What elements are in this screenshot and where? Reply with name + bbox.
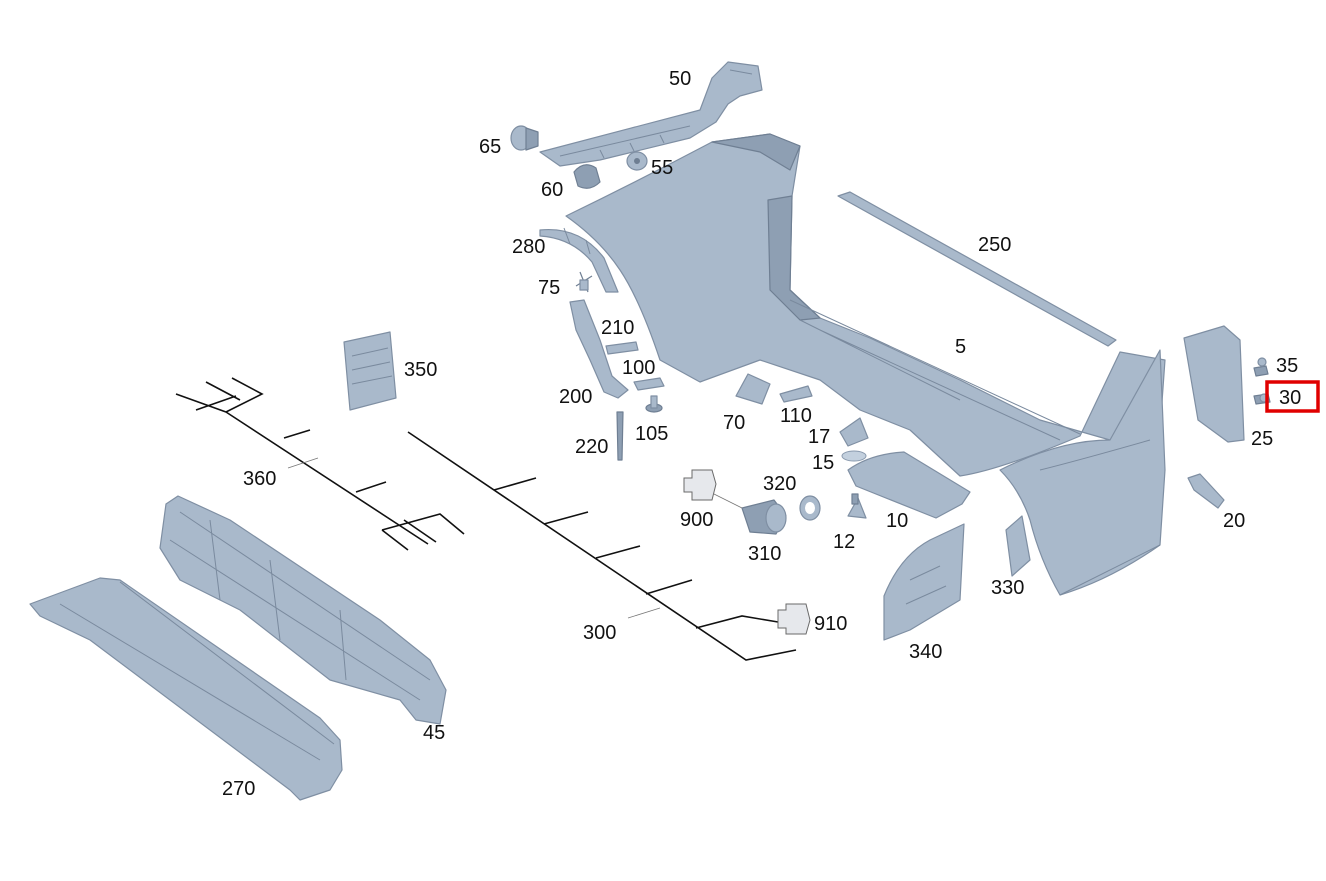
callout-310[interactable]: 310 (748, 543, 781, 565)
part-330-bracket[interactable] (1005, 515, 1031, 577)
part-75-push-pin[interactable] (575, 271, 593, 293)
callout-35[interactable]: 35 (1276, 355, 1298, 377)
part-20-bracket[interactable] (1187, 473, 1225, 509)
part-900-connector[interactable] (683, 469, 743, 509)
part-5-bumper-cover[interactable] (565, 133, 1166, 596)
callout-350[interactable]: 350 (404, 359, 437, 381)
highlight-box-30 (1265, 380, 1320, 413)
part-280-arch-bracket[interactable] (539, 227, 619, 293)
part-55-washer[interactable] (626, 151, 648, 171)
callout-900[interactable]: 900 (680, 509, 713, 531)
callout-105[interactable]: 105 (635, 423, 668, 445)
callout-210[interactable]: 210 (601, 317, 634, 339)
part-200-side-bracket[interactable] (569, 299, 629, 399)
callout-100[interactable]: 100 (622, 357, 655, 379)
callout-330[interactable]: 330 (991, 577, 1024, 599)
part-250-strip[interactable] (837, 191, 1117, 347)
callout-15[interactable]: 15 (812, 452, 834, 474)
callout-280[interactable]: 280 (512, 236, 545, 258)
callout-65[interactable]: 65 (479, 136, 501, 158)
part-45-energy-absorber[interactable] (159, 495, 447, 725)
callout-25[interactable]: 25 (1251, 428, 1273, 450)
callout-320[interactable]: 320 (763, 473, 796, 495)
part-350-module[interactable] (343, 331, 397, 411)
part-220-pin[interactable] (616, 411, 624, 461)
part-270-lower-trim[interactable] (29, 577, 343, 801)
part-70-bracket[interactable] (735, 373, 771, 405)
callout-70[interactable]: 70 (723, 412, 745, 434)
callout-250[interactable]: 250 (978, 234, 1011, 256)
part-320-ring[interactable] (799, 495, 821, 521)
callout-360[interactable]: 360 (243, 468, 276, 490)
part-310-sensor[interactable] (741, 499, 787, 535)
part-60-grommet[interactable] (573, 164, 601, 189)
part-210-clip[interactable] (605, 341, 639, 355)
part-300-harness (407, 431, 797, 661)
callout-17[interactable]: 17 (808, 426, 830, 448)
part-105-screw[interactable] (645, 395, 663, 413)
callout-5[interactable]: 5 (955, 336, 966, 358)
callout-30[interactable]: 30 (1279, 387, 1301, 409)
callout-200[interactable]: 200 (559, 386, 592, 408)
callout-340[interactable]: 340 (909, 641, 942, 663)
part-17-bracket[interactable] (839, 417, 869, 447)
callout-270[interactable]: 270 (222, 778, 255, 800)
leader-lines (287, 457, 661, 619)
callout-50[interactable]: 50 (669, 68, 691, 90)
callout-910[interactable]: 910 (814, 613, 847, 635)
callout-10[interactable]: 10 (886, 510, 908, 532)
callout-45[interactable]: 45 (423, 722, 445, 744)
callout-110[interactable]: 110 (780, 405, 812, 427)
part-25-side-trim[interactable] (1183, 325, 1245, 443)
callout-labels: 50 65 55 60 250 280 75 210 5 35 350 100 … (222, 68, 1301, 800)
part-110-clip[interactable] (779, 385, 813, 403)
callout-75[interactable]: 75 (538, 277, 560, 299)
part-340-bracket[interactable] (883, 523, 965, 641)
part-12-clip[interactable] (847, 493, 867, 519)
part-65-clip[interactable] (510, 125, 539, 151)
part-10-cover-plate[interactable] (847, 451, 971, 519)
part-100-clip[interactable] (633, 377, 665, 391)
part-35-screw[interactable] (1253, 357, 1269, 377)
callout-60[interactable]: 60 (541, 179, 563, 201)
callout-20[interactable]: 20 (1223, 510, 1245, 532)
part-360-harness (175, 377, 465, 551)
callout-220[interactable]: 220 (575, 436, 608, 458)
callout-55[interactable]: 55 (651, 157, 673, 179)
callout-300[interactable]: 300 (583, 622, 616, 644)
callout-12[interactable]: 12 (833, 531, 855, 553)
part-15-washer[interactable] (841, 450, 867, 462)
part-50-bracket[interactable] (539, 61, 763, 167)
part-910-connector[interactable] (777, 603, 811, 635)
